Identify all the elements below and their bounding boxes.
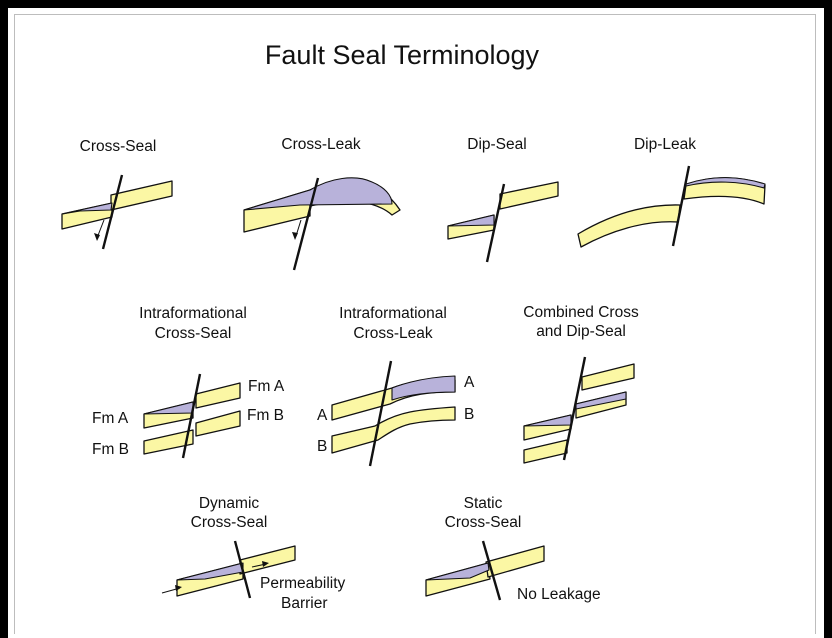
combined-seal-sketch [523, 356, 635, 464]
left-reservoir-bed [577, 204, 681, 248]
fault-line [481, 540, 502, 601]
annot-fm-b-right: Fm B [247, 407, 284, 424]
cross-seal-sketch [61, 174, 173, 250]
intra-cross-seal-sketch [143, 373, 241, 459]
label-intra-seal-line1: Intraformational [139, 305, 247, 322]
label-combined-line1: Combined Cross [523, 304, 639, 321]
left-fm-b-bed [143, 429, 194, 455]
right-fm-a-bed [195, 382, 241, 409]
fault-line [292, 177, 320, 271]
hydrocarbon-column [685, 177, 766, 189]
right-seal-bed [239, 545, 296, 575]
dip-leak-sketch [577, 165, 766, 248]
lower-bed-b [331, 406, 456, 454]
hydrocarbon-column [447, 214, 495, 227]
intra-cross-leak-sketch [331, 360, 456, 467]
annot-fm-a-right: Fm A [248, 378, 285, 395]
slide-panel [8, 8, 824, 638]
right-upper-bed [581, 363, 635, 391]
fault-line [181, 373, 202, 459]
arrow-head [292, 232, 298, 240]
annot-a-left: A [317, 407, 328, 424]
hydrocarbon-column [243, 177, 393, 211]
arrow-head [94, 233, 100, 241]
hydrocarbon-column [391, 375, 456, 401]
fault-line [101, 174, 124, 250]
annot-a-right: A [464, 374, 475, 391]
fault-line [671, 165, 691, 247]
fault-line [368, 360, 393, 467]
inflow-arrow-head [175, 585, 182, 591]
right-fm-b-bed [195, 410, 241, 437]
label-cross-seal: Cross-Seal [80, 138, 157, 155]
hydrocarbon-column [143, 401, 194, 415]
annot-b-right: B [464, 406, 474, 423]
annot-permeability-line2: Barrier [281, 595, 328, 612]
right-seal-bed [499, 181, 559, 210]
label-intra-leak-line1: Intraformational [339, 305, 447, 322]
fault-line [562, 356, 587, 461]
label-cross-leak: Cross-Leak [281, 136, 360, 153]
leak-arrow-head [262, 561, 269, 567]
fault-line [485, 183, 506, 263]
label-dynamic-line1: Dynamic [199, 495, 260, 512]
label-static-line2: Cross-Seal [445, 514, 522, 531]
dynamic-cross-seal-sketch [161, 540, 296, 599]
diagram-title: Fault Seal Terminology [265, 40, 540, 70]
annot-fm-a-left: Fm A [92, 410, 129, 427]
hydrocarbon-dip [575, 391, 627, 410]
label-intra-leak-line2: Cross-Leak [353, 325, 432, 342]
left-lower-bed [523, 439, 568, 464]
label-dip-leak: Dip-Leak [634, 136, 696, 153]
hydrocarbon-column [61, 202, 113, 215]
label-dip-seal: Dip-Seal [467, 136, 526, 153]
fault-line [233, 540, 252, 599]
hydrocarbon-cross [523, 414, 572, 427]
label-combined-line2: and Dip-Seal [536, 323, 626, 340]
hydrocarbon-column [425, 562, 490, 581]
annot-fm-b-left: Fm B [92, 441, 129, 458]
right-seal-bed [485, 545, 545, 578]
annot-b-left: B [317, 438, 327, 455]
dip-seal-sketch [447, 181, 559, 263]
annot-permeability-line1: Permeability [260, 575, 346, 592]
label-static-line1: Static [464, 495, 503, 512]
slide-border [14, 14, 816, 634]
annot-no-leakage: No Leakage [517, 586, 601, 603]
label-dynamic-line2: Cross-Seal [191, 514, 268, 531]
static-cross-seal-sketch [425, 540, 545, 601]
label-intra-seal-line2: Cross-Seal [155, 325, 232, 342]
cross-leak-sketch [243, 177, 401, 271]
